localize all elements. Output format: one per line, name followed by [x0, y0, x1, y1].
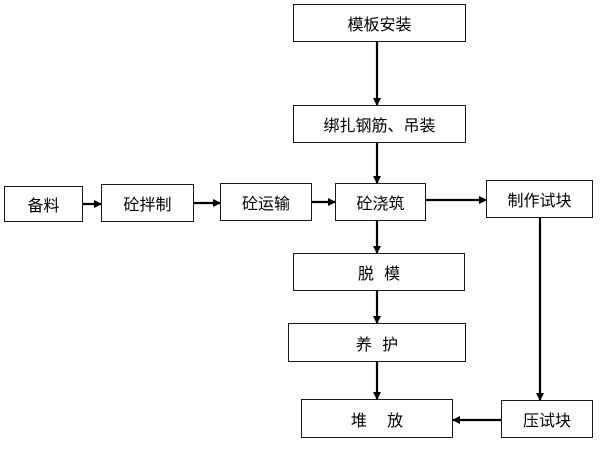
edge-group	[83, 42, 544, 424]
node-testing: 压试块	[501, 400, 593, 438]
node-formwork: 模板安装	[293, 4, 466, 42]
node-stacking: 堆 放	[301, 399, 453, 438]
node-rebar: 绑扎钢筋、吊装	[293, 105, 466, 143]
node-specimen: 制作试块	[486, 180, 593, 218]
node-pouring: 砼浇筑	[335, 183, 426, 221]
node-transport: 砼运输	[220, 183, 312, 221]
node-curing: 养 护	[288, 323, 466, 362]
node-demold: 脱 模	[293, 253, 465, 291]
node-mixing: 砼拌制	[101, 184, 194, 222]
node-prep: 备料	[4, 186, 83, 222]
